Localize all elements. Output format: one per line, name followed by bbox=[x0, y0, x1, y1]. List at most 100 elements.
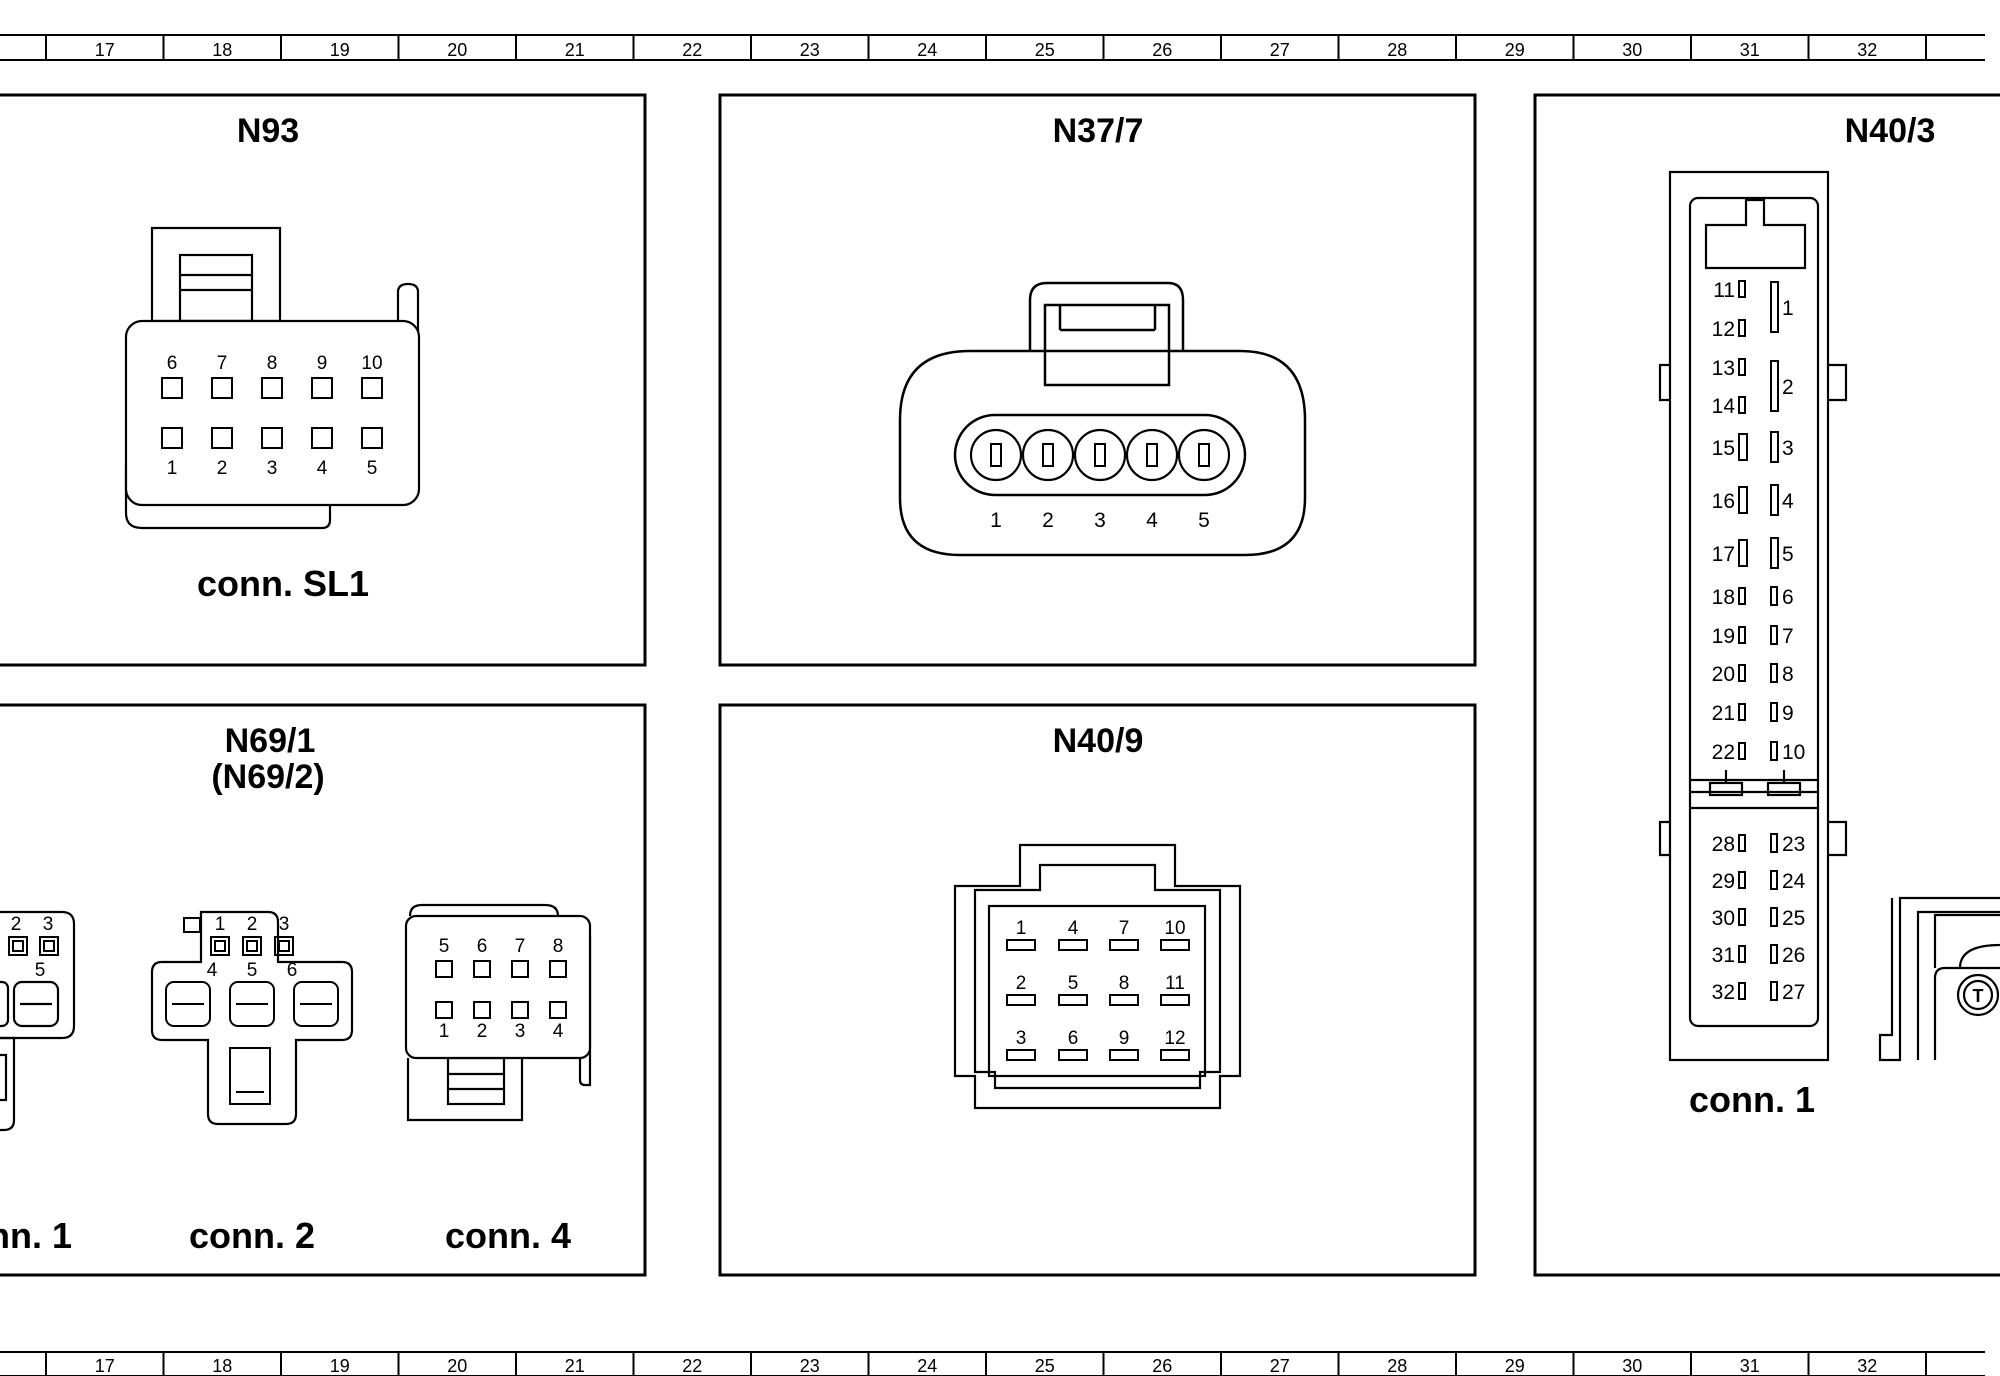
ruler-label: 32 bbox=[1857, 1356, 1877, 1376]
n40-9-pin-label: 8 bbox=[1119, 973, 1130, 994]
n40-9-pin bbox=[1160, 994, 1190, 1006]
ruler-label: 22 bbox=[682, 40, 702, 60]
n40-3-pin-label: 10 bbox=[1782, 741, 1805, 764]
conn1-pin-label: 3 bbox=[43, 914, 54, 935]
n40-3-pin bbox=[1770, 586, 1778, 606]
n37-7-pin bbox=[1094, 443, 1106, 467]
n40-3-pin bbox=[1770, 431, 1779, 463]
panel-n69-1-title: N69/1 bbox=[225, 722, 316, 760]
ruler-label: 29 bbox=[1505, 1356, 1525, 1376]
n37-7-pin-socket bbox=[1021, 428, 1075, 482]
n37-7-pin bbox=[1042, 443, 1054, 467]
n40-3-pin bbox=[1770, 944, 1778, 964]
conn2-pin-inner bbox=[278, 940, 290, 952]
n40-3-pin bbox=[1738, 280, 1746, 298]
n40-3-pin-label: 7 bbox=[1782, 625, 1794, 648]
n40-3-pin-label: 15 bbox=[1712, 437, 1735, 460]
n40-3-pin-label: 25 bbox=[1782, 907, 1805, 930]
conn2-pin-label: 1 bbox=[215, 914, 226, 935]
ruler-label: 17 bbox=[95, 40, 115, 60]
conn2-socket bbox=[293, 981, 339, 1027]
n40-9-pin bbox=[1058, 939, 1088, 951]
n40-3-pin-label: 1 bbox=[1782, 297, 1794, 320]
ruler-label: 19 bbox=[330, 1356, 350, 1376]
n40-9-pin-label: 1 bbox=[1016, 918, 1027, 939]
n40-3-pin-label: 11 bbox=[1713, 279, 1735, 302]
n40-3-pin-label: 20 bbox=[1712, 663, 1735, 686]
n40-3-pin-label: 16 bbox=[1712, 490, 1735, 513]
ruler-top: 1617181920212223242526272829303132 bbox=[0, 34, 1985, 61]
n40-3-pin bbox=[1738, 358, 1746, 376]
panel-n40-3-title: N40/3 bbox=[1845, 112, 1936, 150]
connector-n37-7-drawing bbox=[898, 281, 1307, 557]
t-symbol-icon: T bbox=[1973, 986, 1984, 1006]
conn2-pin-label: 6 bbox=[287, 960, 298, 981]
sl1-pin-label: 9 bbox=[317, 353, 328, 374]
conn2-pin bbox=[210, 936, 230, 956]
ruler-label: 24 bbox=[917, 1356, 937, 1376]
conn2-socket bbox=[165, 981, 211, 1027]
ruler-label: 31 bbox=[1740, 40, 1760, 60]
conn4-pin-label: 4 bbox=[553, 1021, 564, 1042]
n37-7-pin-label: 4 bbox=[1146, 509, 1158, 532]
n37-7-pin-label: 1 bbox=[990, 509, 1002, 532]
n40-3-pin bbox=[1770, 981, 1778, 1001]
ruler-label: 17 bbox=[95, 1356, 115, 1376]
ruler-label: 23 bbox=[800, 40, 820, 60]
n40-9-pin-label: 7 bbox=[1119, 918, 1130, 939]
conn2-pin bbox=[274, 936, 294, 956]
n40-9-pin-label: 12 bbox=[1164, 1028, 1185, 1049]
connector-conn1-label: nn. 1 bbox=[0, 1215, 72, 1256]
n40-3-pin-label: 18 bbox=[1712, 586, 1735, 609]
conn4-pin-label: 2 bbox=[477, 1021, 488, 1042]
n40-3-pin bbox=[1770, 702, 1778, 722]
sl1-pin-label: 8 bbox=[267, 353, 278, 374]
n40-9-pin bbox=[1160, 939, 1190, 951]
n40-3-pin bbox=[1738, 703, 1746, 721]
ruler-label: 26 bbox=[1152, 40, 1172, 60]
sl1-pin bbox=[311, 377, 333, 399]
n40-3-pin bbox=[1738, 486, 1748, 514]
n37-7-pin-socket bbox=[1073, 428, 1127, 482]
n40-9-pin bbox=[1109, 939, 1139, 951]
conn2-pin bbox=[242, 936, 262, 956]
n40-9-pin-label: 2 bbox=[1016, 973, 1027, 994]
panel-n93-frame bbox=[0, 93, 647, 667]
ruler-label: 20 bbox=[447, 40, 467, 60]
connector-conn4-label: conn. 4 bbox=[445, 1215, 571, 1256]
ruler-label: 21 bbox=[565, 1356, 585, 1376]
n40-9-pin bbox=[1006, 939, 1036, 951]
conn4-pin bbox=[511, 1001, 529, 1019]
conn4-pin bbox=[511, 960, 529, 978]
panel-n40-3-frame bbox=[1533, 93, 2000, 1277]
n40-9-pin-label: 4 bbox=[1068, 918, 1079, 939]
panel-n40-9-title: N40/9 bbox=[1053, 722, 1144, 760]
n40-3-pin-label: 32 bbox=[1712, 981, 1735, 1004]
sl1-pin bbox=[311, 427, 333, 449]
connector-n40-3-pins: 1112131415161718192021222829303132123456… bbox=[1712, 279, 1806, 1004]
ruler-label: 32 bbox=[1857, 40, 1877, 60]
n40-3-pin bbox=[1738, 834, 1746, 852]
n40-3-pin bbox=[1738, 664, 1746, 682]
conn2-pin-label: 2 bbox=[247, 914, 258, 935]
n40-9-pin bbox=[1109, 1049, 1139, 1061]
ruler-label: 28 bbox=[1387, 40, 1407, 60]
conn4-pin-label: 3 bbox=[515, 1021, 526, 1042]
n40-3-pin-label: 9 bbox=[1782, 702, 1794, 725]
ruler-bottom: 1617181920212223242526272829303132 bbox=[0, 1351, 1985, 1376]
n40-9-pin-label: 3 bbox=[1016, 1028, 1027, 1049]
sl1-pin-label: 7 bbox=[217, 353, 228, 374]
n40-3-pin bbox=[1738, 626, 1746, 644]
ruler-label: 27 bbox=[1270, 40, 1290, 60]
ruler-label: 26 bbox=[1152, 1356, 1172, 1376]
n40-3-pin-label: 30 bbox=[1712, 907, 1735, 930]
ruler-label: 25 bbox=[1035, 1356, 1055, 1376]
sl1-pin bbox=[161, 427, 183, 449]
conn2-pin-inner bbox=[246, 940, 258, 952]
